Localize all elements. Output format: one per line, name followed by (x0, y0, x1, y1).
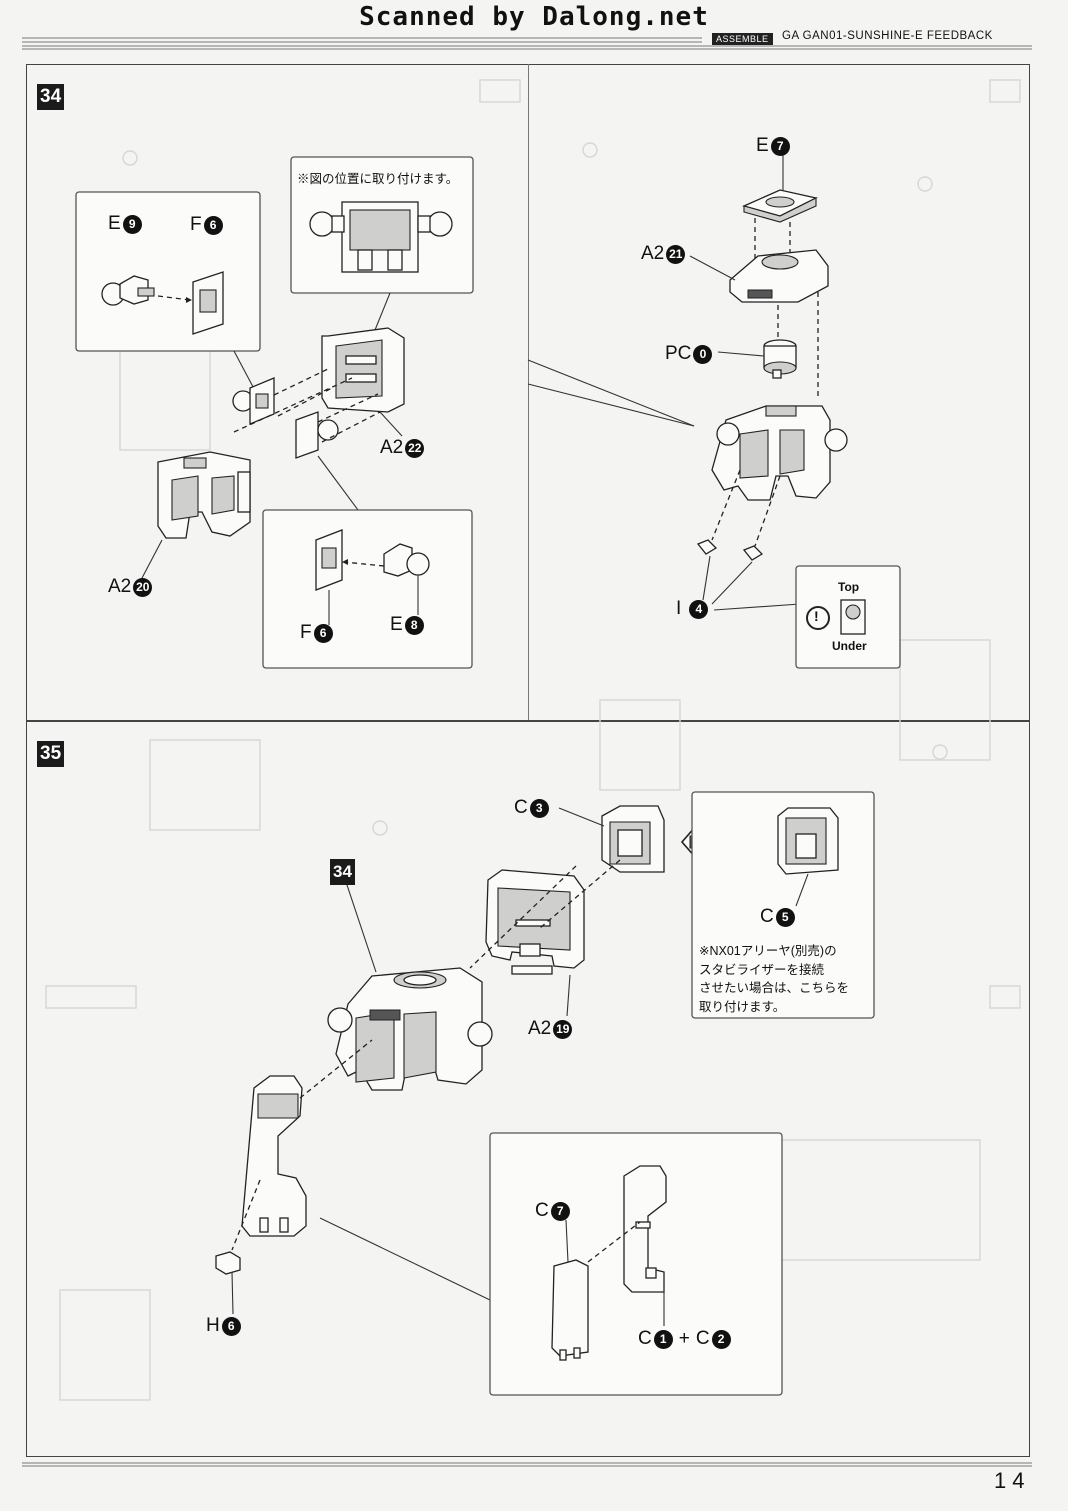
scan-credit: Scanned by Dalong.net (359, 2, 709, 32)
step-34-reference-badge: 34 (330, 859, 355, 885)
inset-e9-f6 (75, 191, 261, 401)
part-i4-pegs (696, 539, 801, 611)
part-body-a2-20 (141, 451, 251, 579)
footer-rule (22, 1462, 1032, 1467)
inset-c5-option (691, 791, 875, 1019)
page-number: 14 (994, 1468, 1031, 1493)
inset-f6-e8 (262, 509, 473, 669)
caution-icon: ! (814, 608, 819, 624)
orientation-under-label: Under (832, 639, 867, 653)
option-note: ※NX01アリーヤ(別売)の スタビライザーを接続 させたい場合は、こちらを 取… (699, 944, 850, 1014)
inset-leg-detail (489, 1132, 783, 1396)
part-f6-e8-assembled (295, 411, 359, 511)
part-h6-clip (215, 1251, 241, 1315)
inset-position-note (290, 156, 474, 331)
part-body-step34-ref (327, 884, 493, 1091)
part-e9-f6-assembled (232, 377, 275, 425)
part-body-assembled-34 (711, 405, 848, 501)
step34-column-divider (528, 64, 529, 720)
part-cap-e7 (742, 155, 818, 223)
step-divider (26, 720, 1030, 722)
part-c3-joint-block (558, 805, 665, 873)
section-tag: ASSEMBLE (712, 33, 773, 45)
step-34-badge: 34 (37, 84, 65, 110)
orientation-inset (795, 565, 901, 669)
orientation-top-label: Top (838, 580, 860, 594)
position-note: ※図の位置に取り付けます。 (297, 172, 459, 186)
step-35-badge: 35 (37, 741, 65, 767)
model-name: GA GAN01-SUNSHINE-E FEEDBACK (782, 30, 993, 42)
part-frame-a2-22 (321, 327, 405, 437)
header-rule (22, 37, 1032, 50)
part-stabilizer-plate-a2-19 (485, 869, 585, 1017)
part-top-a2-21 (689, 249, 829, 303)
part-leg-c7-c1-c2 (241, 1075, 307, 1237)
part-pc0-joint (717, 339, 797, 379)
